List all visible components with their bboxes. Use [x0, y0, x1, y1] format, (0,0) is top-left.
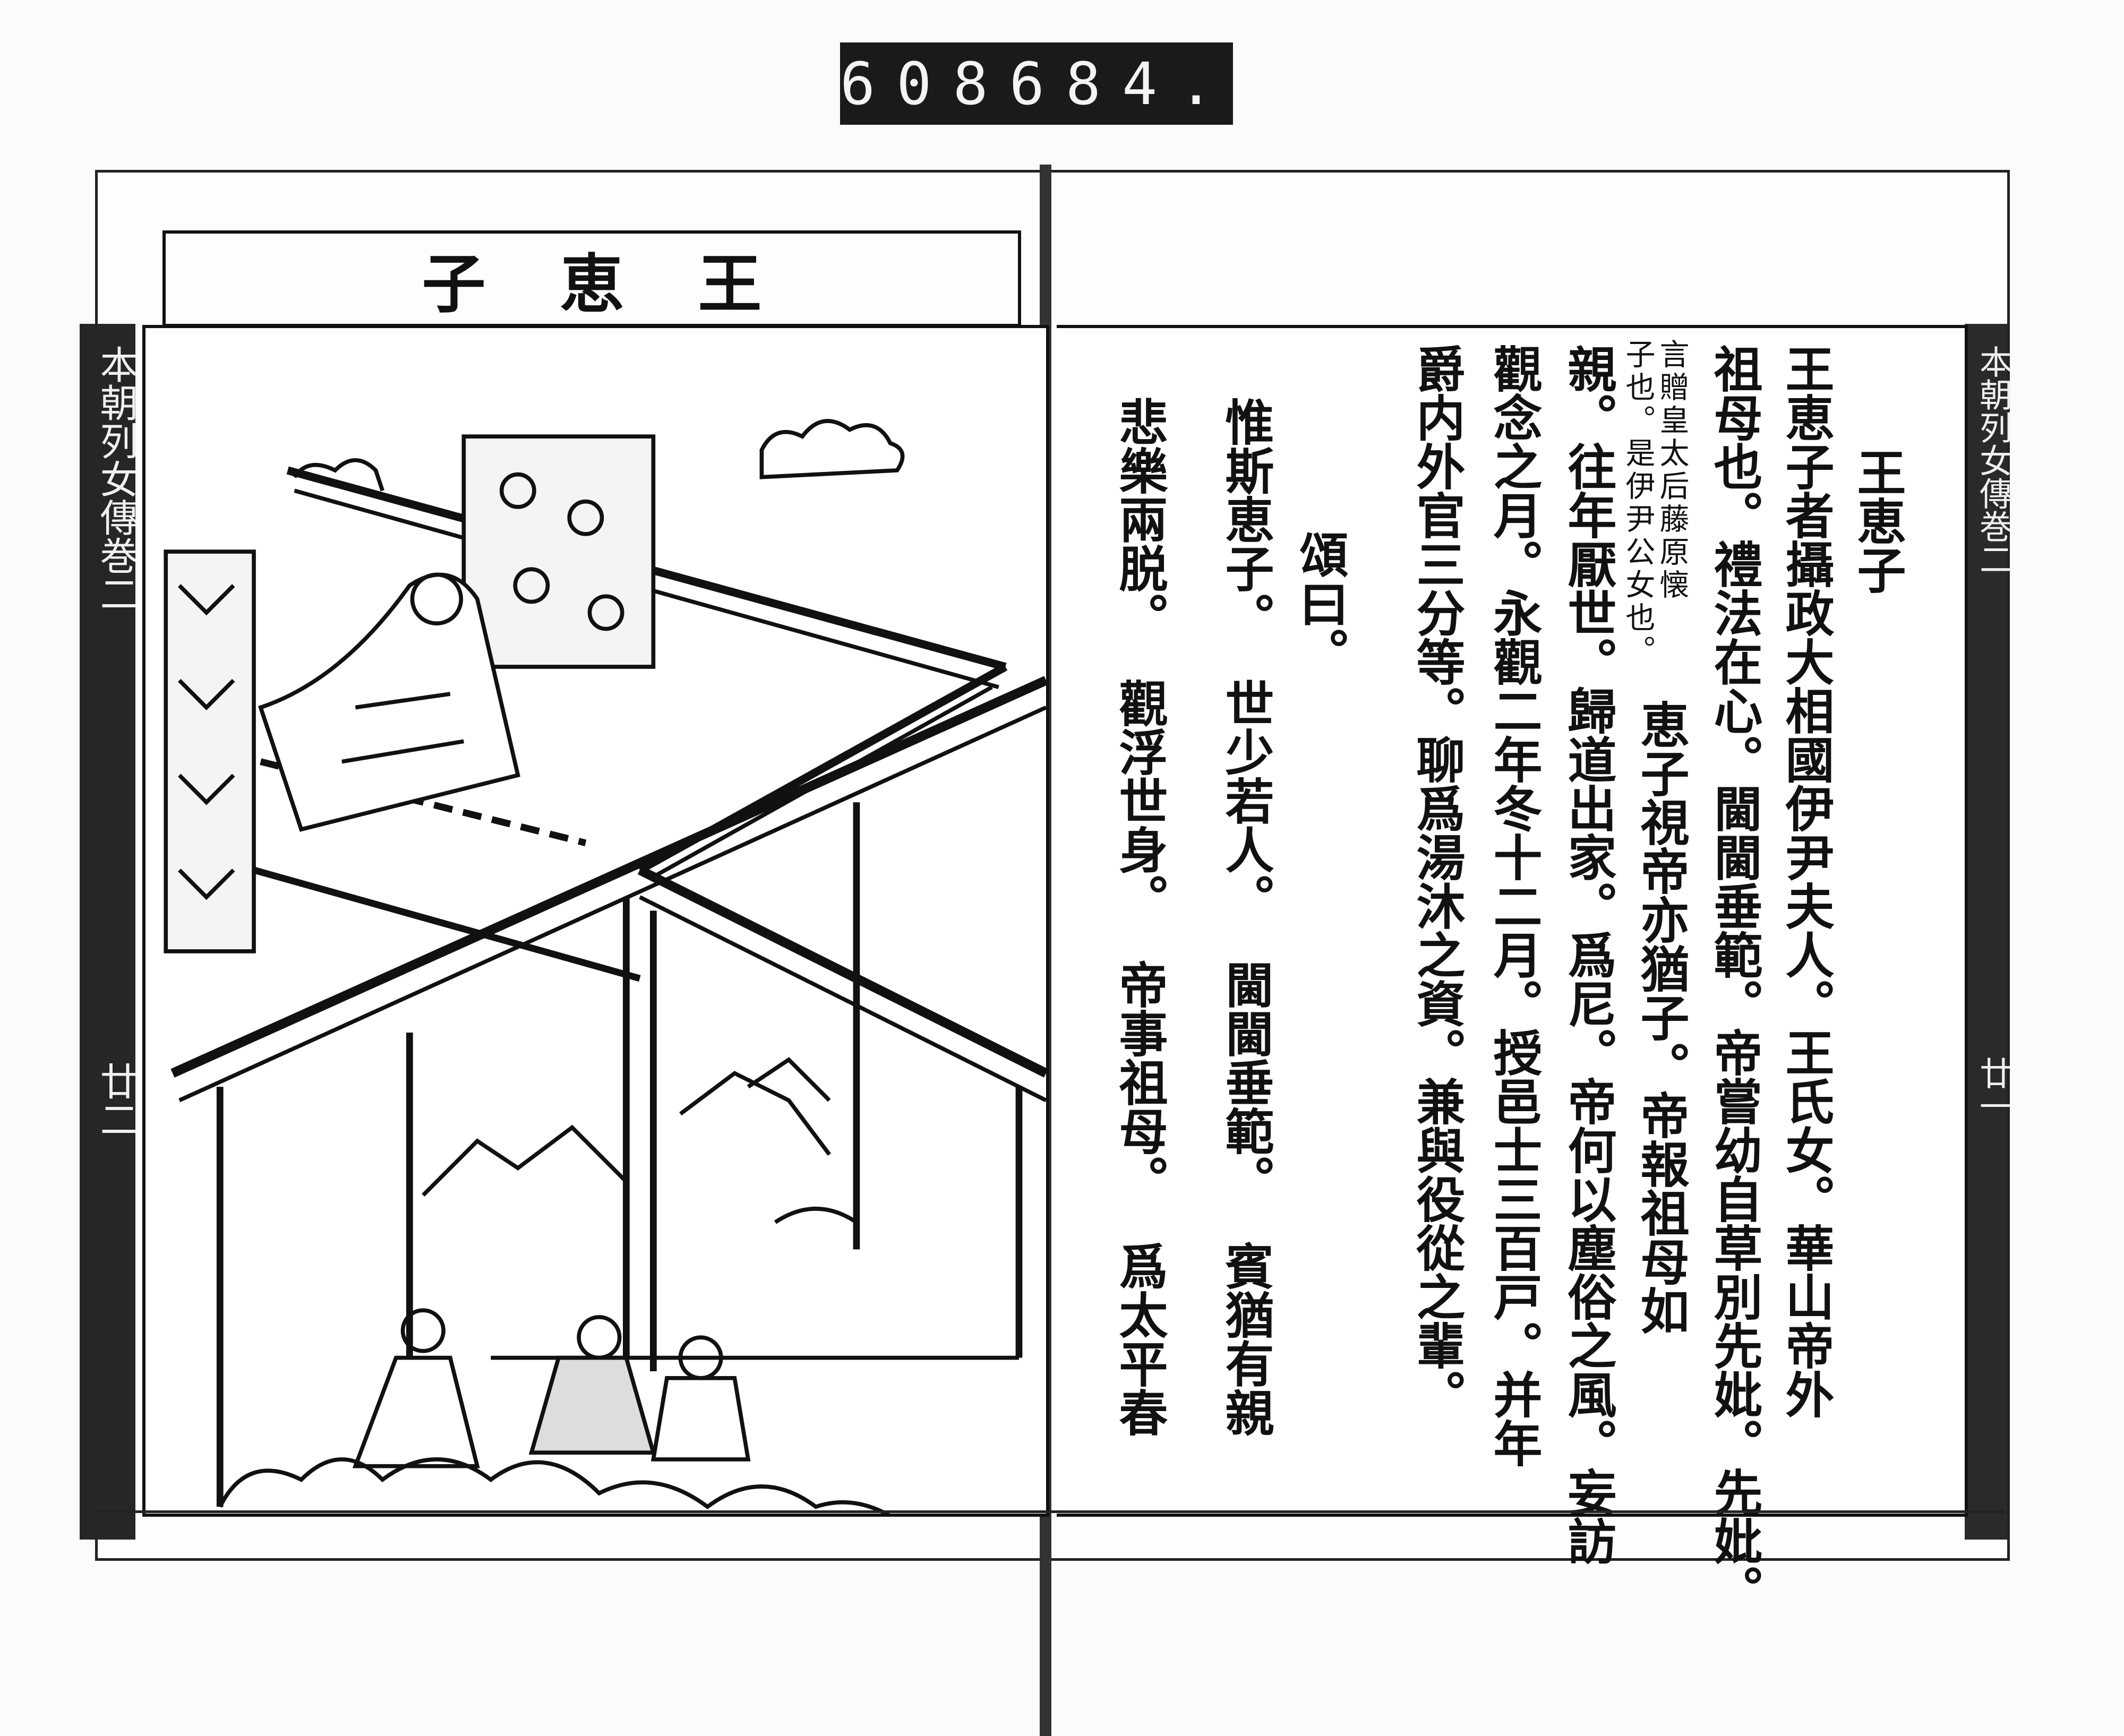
text-column: 王恵子者攝政大相國伊尹夫人。王氏女。華山帝外 [1777, 344, 1835, 1419]
counter-left: 608 [840, 49, 1009, 118]
verse-phrase: 悲樂兩脱。 [1111, 397, 1168, 641]
cloud-bottom [218, 1457, 898, 1522]
title-char: 王 [698, 247, 762, 322]
frame-counter-label: 608 684. [840, 42, 1233, 125]
verse-phrase: 觀浮世身。 [1111, 678, 1168, 923]
illustration-title-box: 王 恵 子 [162, 230, 1021, 327]
mountains [422, 1057, 858, 1224]
verse-phrase: 世少若人。 [1217, 678, 1274, 923]
verse-phrase: 閫閫垂範。 [1217, 960, 1274, 1204]
text-column: 觀念之月。永觀二年冬十二月。授邑士三百戸。并年 [1485, 344, 1543, 1467]
annotation-line: 言贈皇太后藤原懐 [1655, 339, 1689, 602]
page-bottom-margin [96, 1510, 2005, 1561]
right-margin-spine: 本朝列女傳巻二 廿一 [1965, 324, 2012, 1540]
cloud-top [293, 419, 905, 492]
verse-phrase: 帝事祖母。 [1111, 960, 1168, 1204]
text-column: 恵子視帝亦猶子。帝報祖母如 [1632, 700, 1690, 1335]
seated-woman-figure [258, 572, 520, 832]
seated-men-figures [352, 1308, 751, 1468]
woodblock-illustration [142, 325, 1049, 1522]
verse-phrase: 爲太平春 [1111, 1241, 1168, 1437]
spine-title: 本朝列女傳巻二 [1974, 345, 2012, 575]
spine-title: 本朝列女傳巻二 [93, 345, 138, 613]
annotation-line: 子也。是伊尹公女也。 [1621, 339, 1655, 668]
text-panel: 王恵子 王恵子者攝政大相國伊尹夫人。王氏女。華山帝外 祖母也。禮法在心。閫閫垂範… [1057, 325, 1968, 1614]
verse-heading: 頌曰。 [1291, 530, 1349, 676]
verse-phrase: 惟斯恵子。 [1217, 397, 1274, 641]
text-column: 親。往年厭世。歸道出家。爲尼。帝何以塵俗之風。妄訪 [1560, 344, 1617, 1565]
spine-page-number: 廿二 [93, 1062, 138, 1138]
title-char: 子 [422, 247, 486, 322]
curtain-top [461, 434, 656, 669]
verse-phrase: 賓猶有親 [1217, 1241, 1274, 1437]
title-char: 恵 [560, 247, 624, 322]
text-column: 爵内外官三分等。聊爲湯沐之資。兼與役從之輩。 [1408, 344, 1466, 1419]
counter-right: 684. [1009, 49, 1235, 118]
chapter-heading: 王恵子 [1849, 448, 1906, 594]
curtain-left [164, 549, 256, 953]
spine-page-number: 廿一 [1974, 1056, 2012, 1122]
left-margin-spine: 本朝列女傳巻二 廿二 [80, 324, 138, 1540]
text-column: 祖母也。禮法在心。閫閫垂範。帝嘗幼自草別先妣。先妣。 [1706, 344, 1763, 1614]
